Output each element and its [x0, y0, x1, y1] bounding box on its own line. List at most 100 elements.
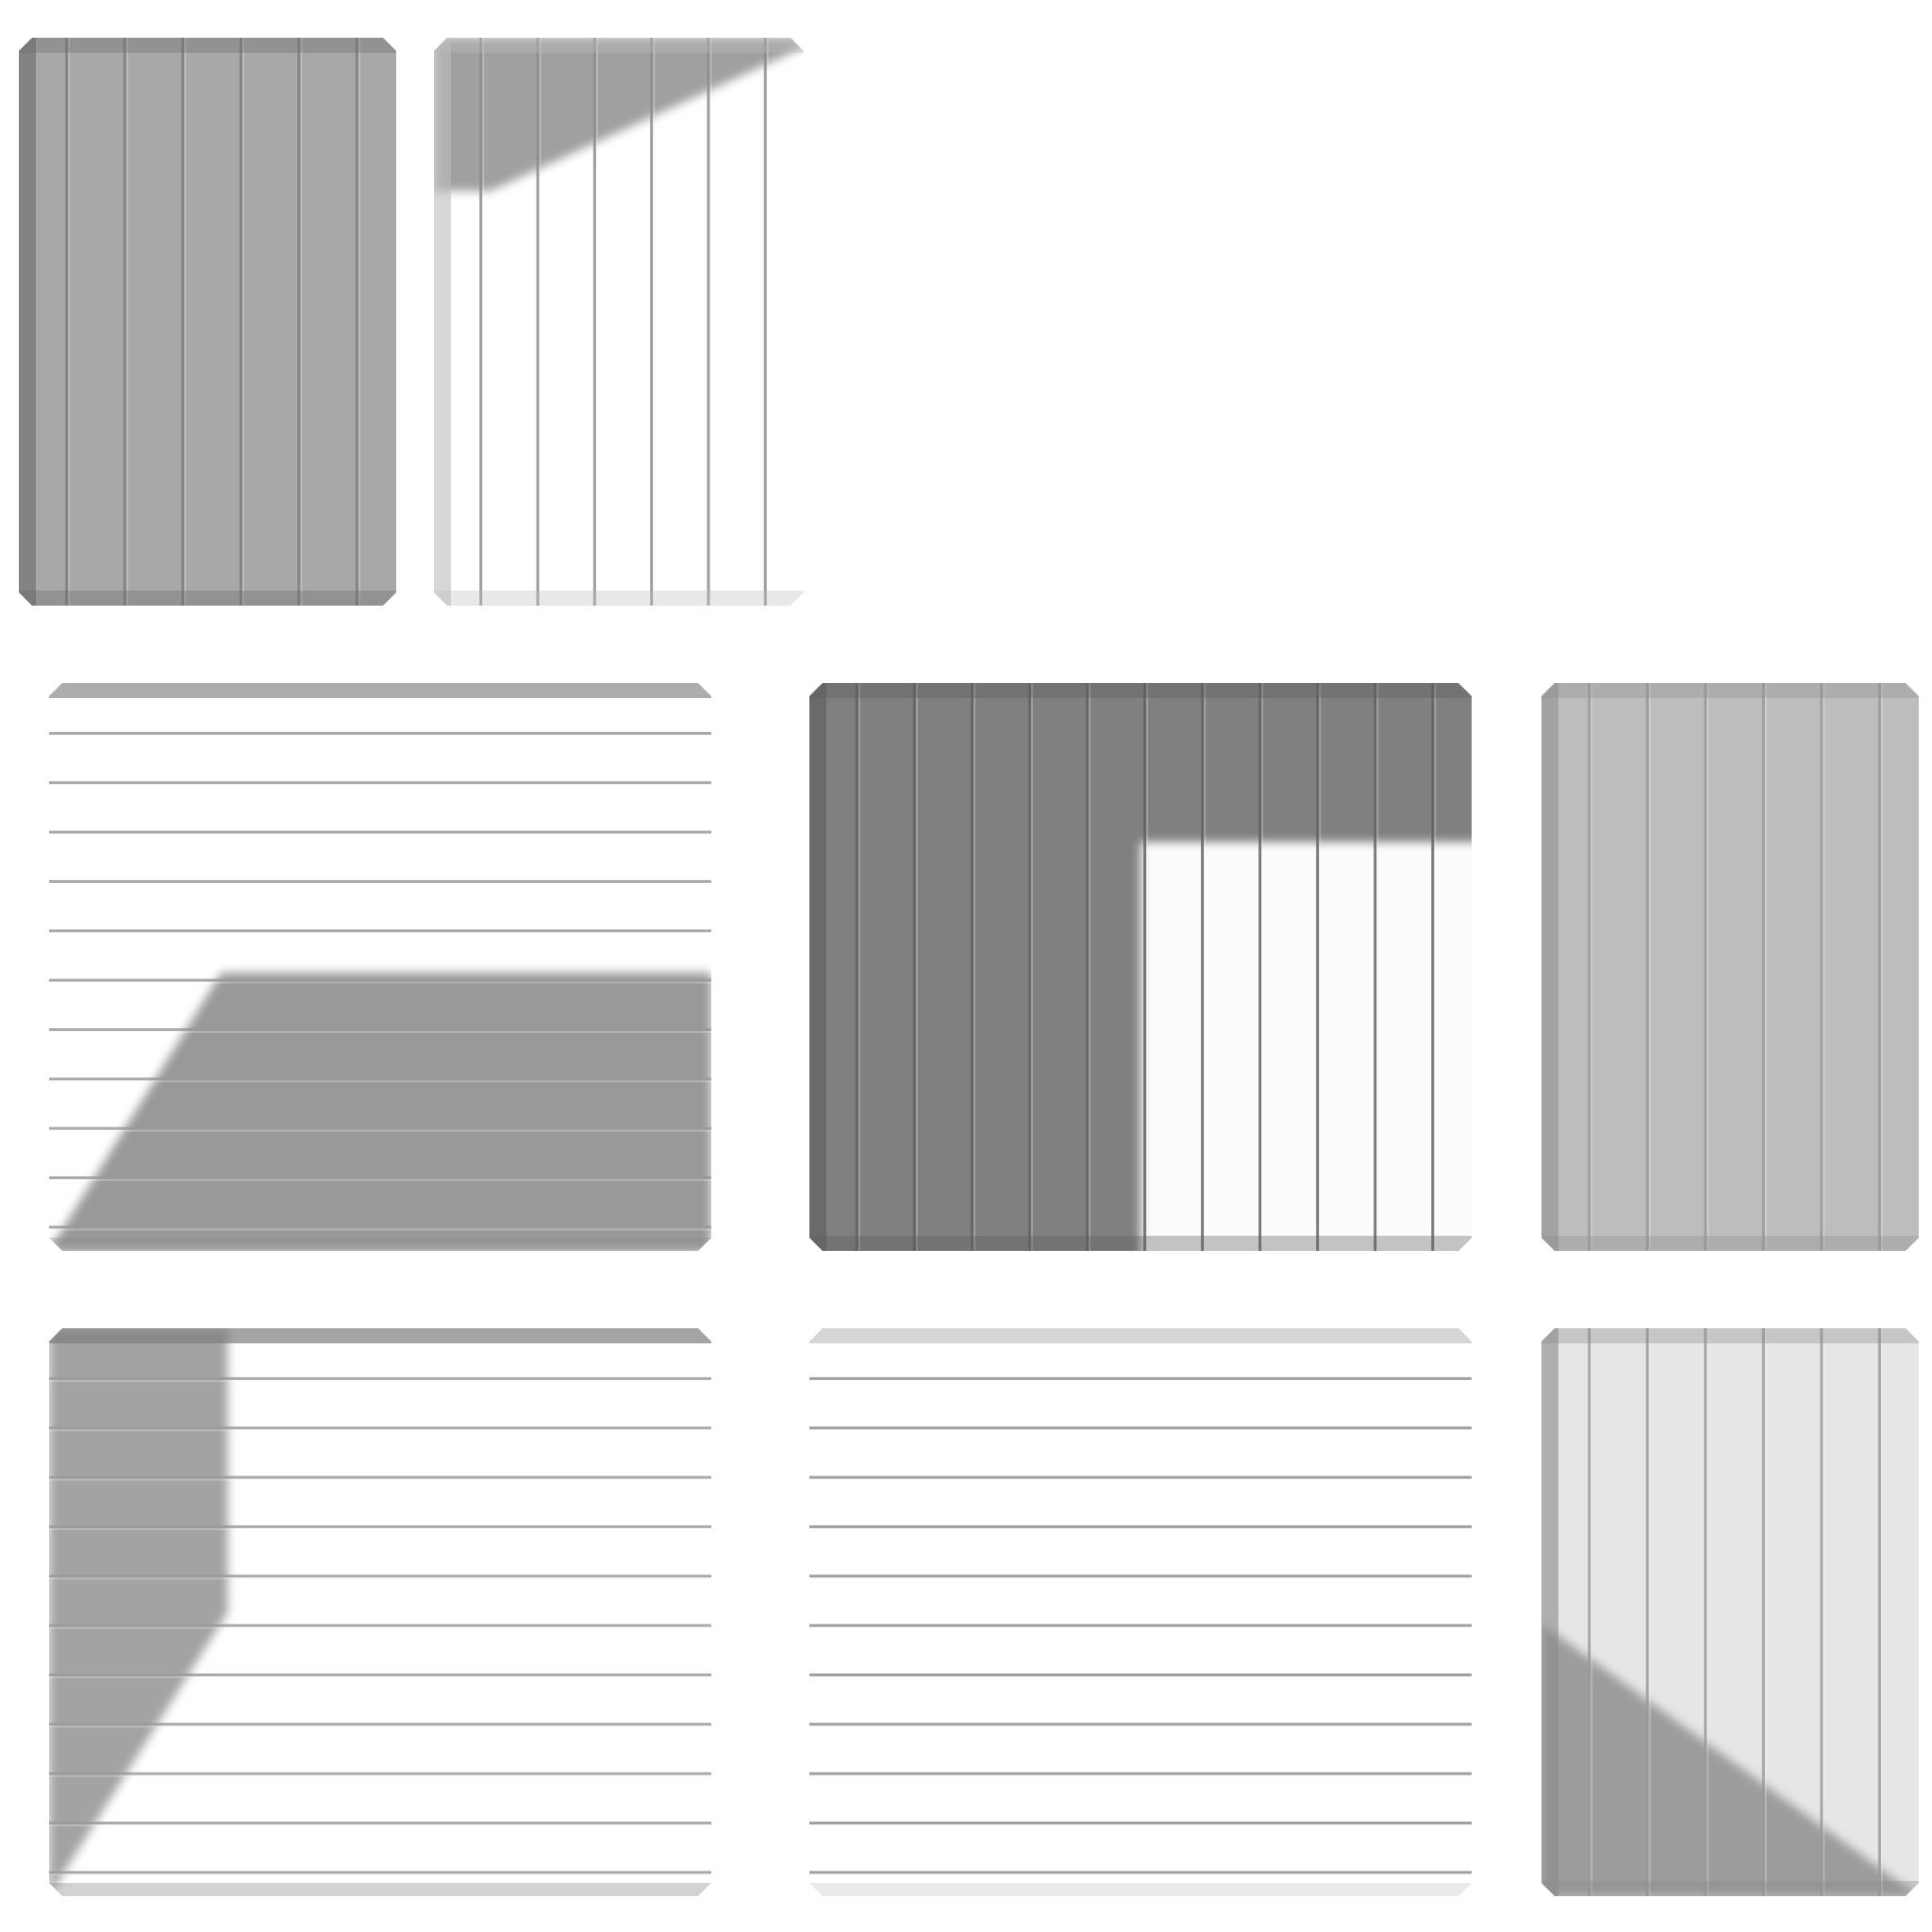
- groove-line: [809, 1475, 1472, 1479]
- groove-line: [1877, 1328, 1881, 1896]
- left-edge: [1541, 1328, 1558, 1896]
- groove-highlight: [49, 1478, 711, 1481]
- groove-line: [970, 683, 974, 1251]
- groove-highlight: [1648, 1328, 1651, 1896]
- panel-base: [19, 38, 396, 606]
- groove-highlight: [49, 1228, 711, 1231]
- groove-highlight: [653, 38, 656, 606]
- left-edge: [19, 38, 36, 606]
- groove-highlight: [49, 1379, 711, 1382]
- groove-line: [1877, 683, 1881, 1251]
- groove-line: [809, 1426, 1472, 1430]
- groove-highlight: [1880, 1328, 1883, 1896]
- groove-highlight: [184, 38, 187, 606]
- groove-highlight: [49, 1179, 711, 1182]
- groove-highlight: [242, 38, 244, 606]
- panel-surface: [809, 683, 1472, 1251]
- groove-line: [49, 1624, 711, 1627]
- panel-svg: [434, 38, 804, 606]
- panel-surface: [49, 683, 711, 1251]
- shadow-region: [434, 38, 804, 192]
- groove-line: [181, 38, 185, 606]
- groove-highlight: [809, 1527, 1472, 1530]
- top-edge: [1541, 1328, 1919, 1343]
- groove-highlight: [49, 1874, 711, 1876]
- groove-line: [855, 683, 858, 1251]
- groove-highlight: [1089, 683, 1091, 1251]
- groove-highlight: [766, 38, 769, 606]
- groove-line: [1027, 683, 1031, 1251]
- groove-line: [49, 1225, 711, 1229]
- panel-horizontal-white-shadow-bottom: [49, 683, 711, 1251]
- groove-line: [49, 1027, 711, 1031]
- groove-line: [809, 1871, 1472, 1874]
- panel-svg: [1541, 683, 1919, 1251]
- groove-highlight: [49, 833, 711, 836]
- panel-surface: [19, 38, 396, 606]
- groove-highlight: [809, 1577, 1472, 1580]
- panel-surface: [1541, 683, 1919, 1251]
- top-edge: [434, 38, 804, 53]
- groove-line: [1374, 683, 1377, 1251]
- groove-highlight: [300, 38, 303, 606]
- groove-highlight: [709, 38, 712, 606]
- groove-highlight: [595, 38, 598, 606]
- panel-vertical-grey: [19, 38, 396, 606]
- groove-line: [479, 38, 483, 606]
- panel-base: [809, 1328, 1472, 1896]
- left-edge: [809, 683, 826, 1251]
- top-edge: [809, 683, 1472, 698]
- groove-highlight: [809, 1774, 1472, 1777]
- groove-line: [1761, 1328, 1765, 1896]
- groove-line: [809, 1624, 1472, 1627]
- groove-line: [1431, 683, 1435, 1251]
- groove-line: [49, 830, 711, 834]
- panel-vertical-white-shadow-top: [434, 38, 804, 606]
- groove-line: [1704, 683, 1707, 1251]
- groove-line: [707, 38, 710, 606]
- groove-line: [49, 1176, 711, 1180]
- groove-highlight: [1376, 683, 1379, 1251]
- groove-line: [809, 1772, 1472, 1775]
- groove-highlight: [482, 38, 485, 606]
- groove-line: [809, 1524, 1472, 1528]
- groove-highlight: [809, 1874, 1472, 1876]
- groove-highlight: [49, 1080, 711, 1083]
- groove-highlight: [1030, 683, 1033, 1251]
- groove-highlight: [1204, 683, 1207, 1251]
- groove-highlight: [49, 1030, 711, 1033]
- panel-horizontal-white: [809, 1328, 1472, 1896]
- groove-highlight: [809, 1626, 1472, 1629]
- groove-line: [1761, 683, 1765, 1251]
- groove-line: [297, 38, 301, 606]
- groove-highlight: [49, 1675, 711, 1678]
- groove-line: [49, 1673, 711, 1676]
- groove-line: [592, 38, 596, 606]
- groove-highlight: [49, 1527, 711, 1530]
- groove-line: [239, 38, 242, 606]
- groove-highlight: [1707, 683, 1709, 1251]
- panel-surface: [434, 38, 804, 606]
- groove-highlight: [809, 1675, 1472, 1678]
- groove-highlight: [125, 38, 128, 606]
- panel-surface: [809, 1328, 1472, 1896]
- groove-highlight: [49, 1626, 711, 1629]
- highlight-region: [1141, 841, 1472, 1251]
- panel-svg: [49, 683, 711, 1251]
- groove-highlight: [1648, 683, 1651, 1251]
- panel-svg: [809, 683, 1472, 1251]
- panel-vertical-light-shadow-diagonal: [1541, 1328, 1919, 1896]
- groove-highlight: [68, 38, 71, 606]
- groove-highlight: [539, 38, 541, 606]
- groove-highlight: [1823, 683, 1825, 1251]
- bottom-edge: [434, 591, 804, 606]
- bottom-edge: [19, 591, 396, 606]
- groove-line: [1820, 1328, 1824, 1896]
- groove-line: [49, 929, 711, 933]
- panel-svg: [19, 38, 396, 606]
- groove-highlight: [1823, 1328, 1825, 1896]
- groove-highlight: [49, 882, 711, 885]
- groove-line: [49, 731, 711, 735]
- groove-line: [49, 879, 711, 883]
